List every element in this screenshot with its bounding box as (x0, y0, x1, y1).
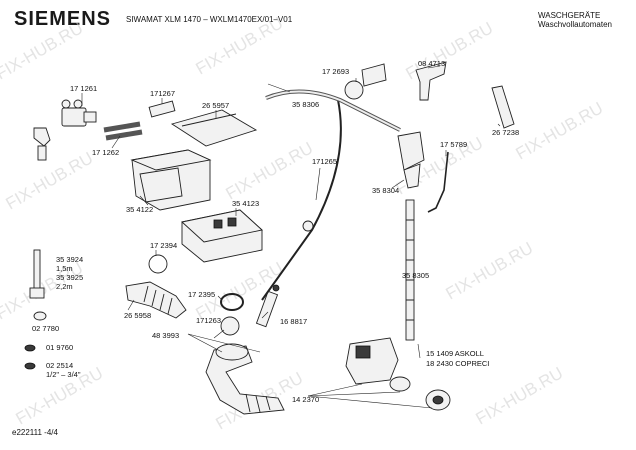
part-label: 35 4123 (232, 199, 259, 208)
part-label: 17 1261 (70, 84, 97, 93)
diagram-code: e222111 -4/4 (12, 428, 58, 437)
watermark: FIX-HUB.RU (403, 18, 497, 83)
watermark: FIX-HUB.RU (193, 13, 287, 78)
part-label: 17 5789 (440, 140, 467, 149)
part-label: 02 7780 (32, 324, 59, 333)
part-labels: 17 1261 171267 26 5957 17 2693 08 4713 3… (32, 59, 519, 404)
category-subtitle: Waschvollautomaten (538, 20, 612, 29)
pump-hose (205, 343, 285, 415)
watermark-layer: FIX-HUB.RU FIX-HUB.RU FIX-HUB.RU FIX-HUB… (0, 13, 606, 433)
watermark: FIX-HUB.RU (3, 148, 97, 213)
inlet-hose (29, 249, 45, 299)
part-label: 15 1409 ASKOLL (426, 349, 484, 358)
detergent-drawer-housing (130, 149, 212, 211)
watermark: FIX-HUB.RU (443, 238, 537, 303)
detergent-drawer (181, 209, 263, 263)
part-label: 171263 (196, 316, 221, 325)
model-title: SIWAMAT XLM 1470 – WXLM1470EX/01–V01 (126, 15, 293, 24)
watermark: FIX-HUB.RU (0, 18, 86, 83)
part-label: 26 5958 (124, 311, 151, 320)
small-bracket (148, 100, 176, 118)
drain-hose-upper (265, 89, 401, 132)
part-label: 26 7238 (492, 128, 519, 137)
drain-pump (345, 337, 451, 411)
washer-02-2514 (24, 362, 36, 370)
drain-hose-vertical (405, 199, 415, 341)
part-label: 16 8817 (280, 317, 307, 326)
hose-elbow (33, 127, 51, 161)
part-label: 35 4122 (126, 205, 153, 214)
part-label: 1/2" – 3/4" (46, 370, 81, 379)
part-label: 26 5957 (202, 101, 229, 110)
part-label: 1,5m (56, 264, 73, 273)
wire-clip (427, 151, 449, 213)
part-label: 18 2430 COPRECI (426, 359, 489, 368)
part-label: 17 2693 (322, 67, 349, 76)
leader-lines (81, 65, 501, 409)
part-label: 17 1262 (92, 148, 119, 157)
valve-ball (220, 316, 240, 336)
part-label: 35 3925 (56, 273, 83, 282)
pressure-tube (261, 99, 342, 301)
category-title: WASCHGERÄTE (538, 11, 601, 20)
seal-02-7780 (33, 311, 47, 321)
watermark: FIX-HUB.RU (513, 98, 607, 163)
part-label: 08 4713 (418, 59, 445, 68)
bellows-hose (125, 281, 187, 319)
inlet-valve (61, 99, 97, 127)
mounting-bracket (491, 85, 515, 129)
clamp-ring (220, 293, 244, 311)
brand-logo: SIEMENS (14, 8, 112, 30)
part-label: 01 9760 (46, 343, 73, 352)
part-label: 14 2370 (292, 395, 319, 404)
part-label: 02 2514 (46, 361, 73, 370)
part-label: 35 8304 (372, 186, 399, 195)
level-sensor (255, 284, 280, 328)
part-label: 48 3993 (152, 331, 179, 340)
part-label: 35 8306 (292, 100, 319, 109)
drawer-lid (170, 109, 258, 147)
gasket-ring (148, 254, 168, 274)
part-label: 35 8305 (402, 271, 429, 280)
connecting-hoses (103, 121, 143, 141)
washer-01-9760 (24, 344, 36, 352)
air-trap (397, 131, 425, 189)
hose-clip (415, 61, 447, 101)
part-label: 17 2395 (188, 290, 215, 299)
pressure-switch (344, 63, 387, 100)
watermark: FIX-HUB.RU (473, 363, 567, 428)
part-label: 171267 (150, 89, 175, 98)
part-label: 17 2394 (150, 241, 177, 250)
watermark: FIX-HUB.RU (223, 138, 317, 203)
part-label: 35 3924 (56, 255, 83, 264)
part-label: 171265 (312, 157, 337, 166)
tube-clip (302, 220, 314, 232)
part-label: 2,2m (56, 282, 73, 291)
